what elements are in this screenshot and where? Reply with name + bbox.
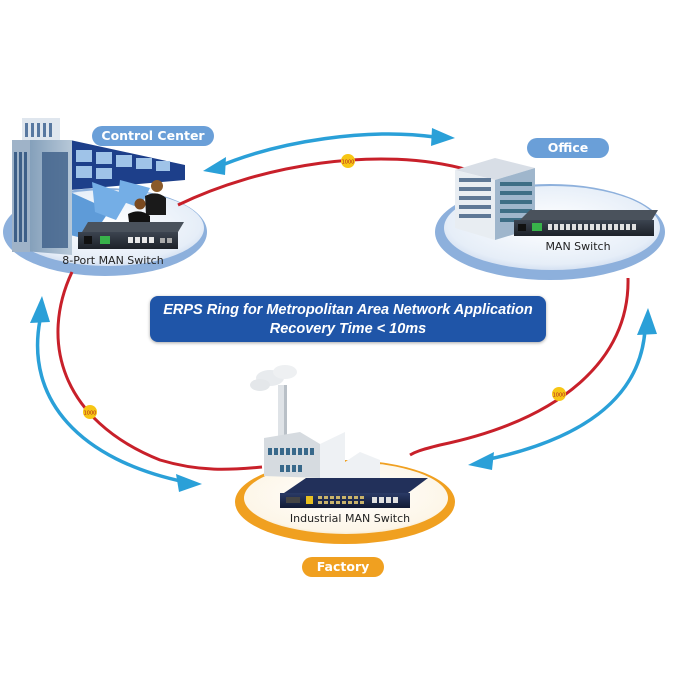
device-label-factory: Industrial MAN Switch [289, 512, 411, 525]
traffic-arrow-right [468, 308, 657, 470]
speed-badge-left: 1000 [83, 405, 97, 419]
device-label-office: MAN Switch [545, 240, 611, 253]
device-label-control-center: 8-Port MAN Switch [62, 254, 164, 267]
banner-subtitle: Recovery Time < 10ms [269, 321, 427, 337]
site-label-office: Office [527, 138, 609, 158]
speed-badge-top: 1000 [341, 154, 355, 168]
man-switch-device-icon [514, 210, 658, 236]
ring-link-control-factory [56, 271, 263, 471]
control-room-video-wall-icon [70, 140, 185, 240]
banner-title: ERPS Ring for Metropolitan Area Network … [163, 302, 533, 318]
switch-8-port-device-icon [78, 222, 184, 249]
erps-title-banner: ERPS Ring for Metropolitan Area Network … [150, 296, 546, 342]
factory-building-icon [264, 385, 380, 480]
speed-badge-right: 1000 [552, 387, 566, 401]
industrial-man-switch-device-icon [280, 478, 428, 508]
site-label-factory: Factory [302, 557, 384, 577]
traffic-arrow-top [203, 128, 455, 175]
speed-badge-left-text: 1000 [84, 411, 97, 417]
factory-smoke-icon [250, 365, 297, 391]
speed-badge-top-text: 1000 [342, 160, 355, 166]
ring-link-office-factory [409, 277, 630, 457]
operator-person-icon [128, 180, 166, 230]
ring-link-control-office [177, 157, 469, 207]
speed-badge-right-text: 1000 [553, 393, 566, 399]
tower-building-icon [12, 118, 72, 255]
traffic-arrow-left [30, 296, 202, 492]
site-label-control-center: Control Center [92, 126, 214, 146]
